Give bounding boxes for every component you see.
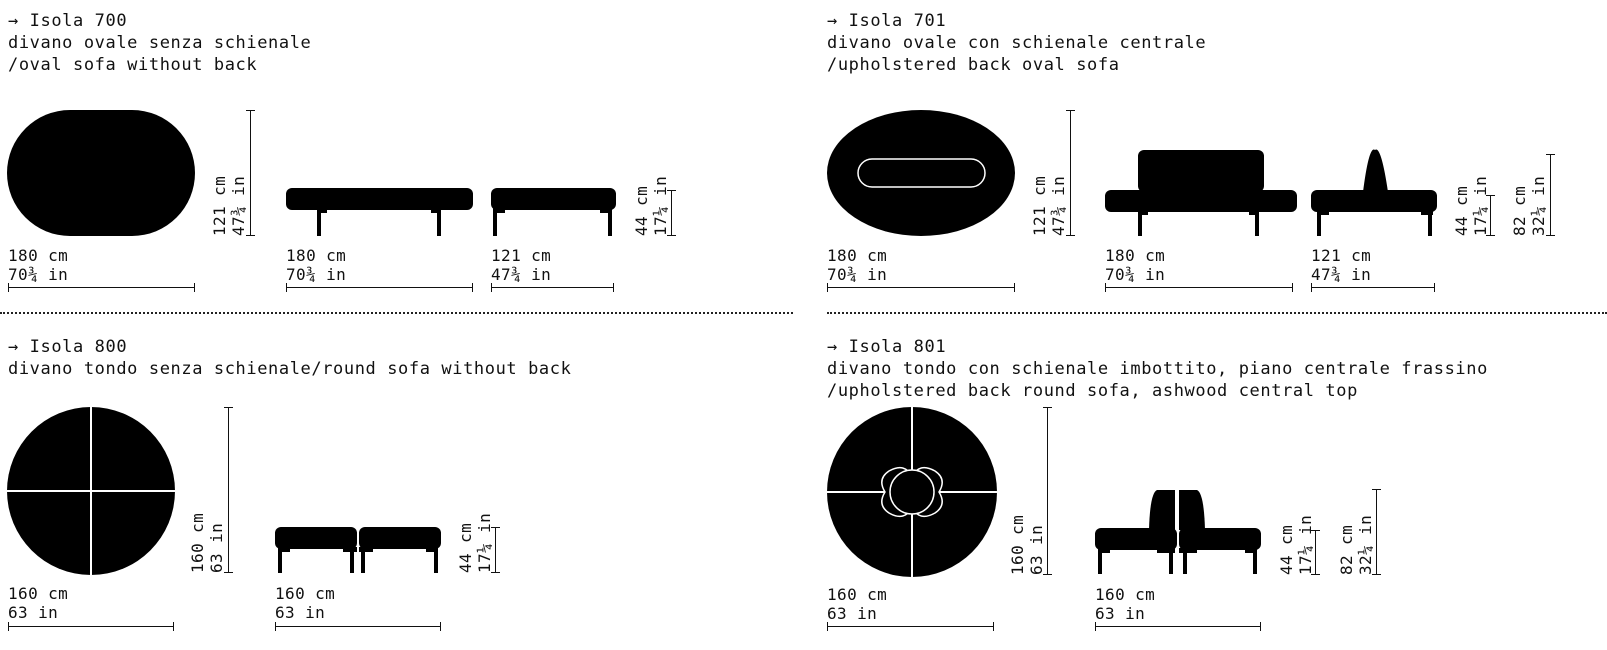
height-dimension-line: [667, 190, 676, 236]
depth-label: 160 cm 63 in: [188, 512, 226, 573]
depth-dimension-line: [246, 110, 255, 236]
height-label: 44 cm 17¼ in: [632, 175, 670, 236]
round-sofa-top-view-with-back: [827, 407, 997, 577]
total-height-label: 82 cm 32¼ in: [1510, 175, 1548, 236]
height-label: 44 cm 17¼ in: [456, 512, 494, 573]
height-dimension-line: [491, 527, 500, 573]
product-desc-it: divano ovale senza schienale: [8, 33, 312, 53]
depth-dimension-line: [224, 407, 233, 573]
product-desc-en: /oval sofa without back: [8, 55, 258, 75]
product-title: → Isola 701: [827, 11, 947, 31]
product-desc-en: /upholstered back oval sofa: [827, 55, 1120, 75]
product-title: → Isola 800: [8, 337, 128, 357]
bench-side-view-long: [286, 188, 473, 236]
total-height-line: [1372, 489, 1381, 575]
seat-height-label: 44 cm 17¼ in: [1452, 175, 1490, 236]
width-label: 160 cm 63 in: [827, 585, 888, 623]
width-label: 160 cm 63 in: [8, 584, 69, 622]
depth-label: 160 cm 63 in: [1008, 514, 1046, 575]
side-width-line: [1105, 283, 1293, 292]
product-desc-it: divano tondo con schienale imbottito, pi…: [827, 359, 1488, 379]
side-width-label: 180 cm 70¾ in: [1105, 246, 1166, 284]
seat-height-line: [1486, 195, 1495, 236]
seat-height-label: 44 cm 17¼ in: [1277, 514, 1315, 575]
side-width-line: [491, 283, 614, 292]
side-width-label: 121 cm 47¾ in: [491, 246, 552, 284]
product-desc-it: divano ovale con schienale centrale: [827, 33, 1207, 53]
product-desc-en: /upholstered back round sofa, ashwood ce…: [827, 381, 1358, 401]
side-width-line: [275, 622, 441, 631]
side-width-line: [286, 283, 473, 292]
sofa-front-view: [1105, 150, 1297, 236]
seat-height-line: [1311, 530, 1320, 575]
total-height-line: [1546, 154, 1555, 236]
product-desc-it: divano tondo senza schienale/round sofa …: [8, 359, 572, 379]
side-width-label: 160 cm 63 in: [1095, 585, 1156, 623]
side-width-label: 121 cm 47¾ in: [1311, 246, 1372, 284]
depth-dimension-line: [1043, 407, 1052, 575]
depth-label: 121 cm 47¾ in: [210, 175, 248, 236]
depth-dimension-line: [1066, 110, 1075, 236]
total-height-label: 82 cm 32¼ in: [1337, 514, 1375, 575]
product-title: → Isola 700: [8, 11, 128, 31]
side-width-label: 180 cm 70¾ in: [286, 246, 347, 284]
depth-label: 121 cm 47¾ in: [1030, 175, 1068, 236]
sofa-side-view: [1311, 149, 1437, 236]
side-width-line: [1095, 622, 1261, 631]
width-label: 180 cm 70¾ in: [8, 246, 69, 284]
side-width-label: 160 cm 63 in: [275, 584, 336, 622]
side-width-line: [1311, 283, 1435, 292]
round-sofa-side-view-with-back: [1095, 490, 1261, 574]
width-label: 180 cm 70¾ in: [827, 246, 888, 284]
oval-sofa-top-view: [7, 110, 195, 236]
product-title: → Isola 801: [827, 337, 947, 357]
section-divider-right: [827, 312, 1607, 314]
width-dimension-line: [827, 283, 1015, 292]
oval-sofa-top-view-with-back: [827, 110, 1015, 236]
round-sofa-top-view: [7, 407, 175, 575]
section-divider-left: [0, 312, 793, 314]
width-dimension-line: [8, 283, 195, 292]
width-dimension-line: [827, 622, 994, 631]
bench-side-view-short: [491, 188, 616, 236]
round-sofa-side-view: [275, 527, 441, 573]
width-dimension-line: [8, 622, 174, 631]
